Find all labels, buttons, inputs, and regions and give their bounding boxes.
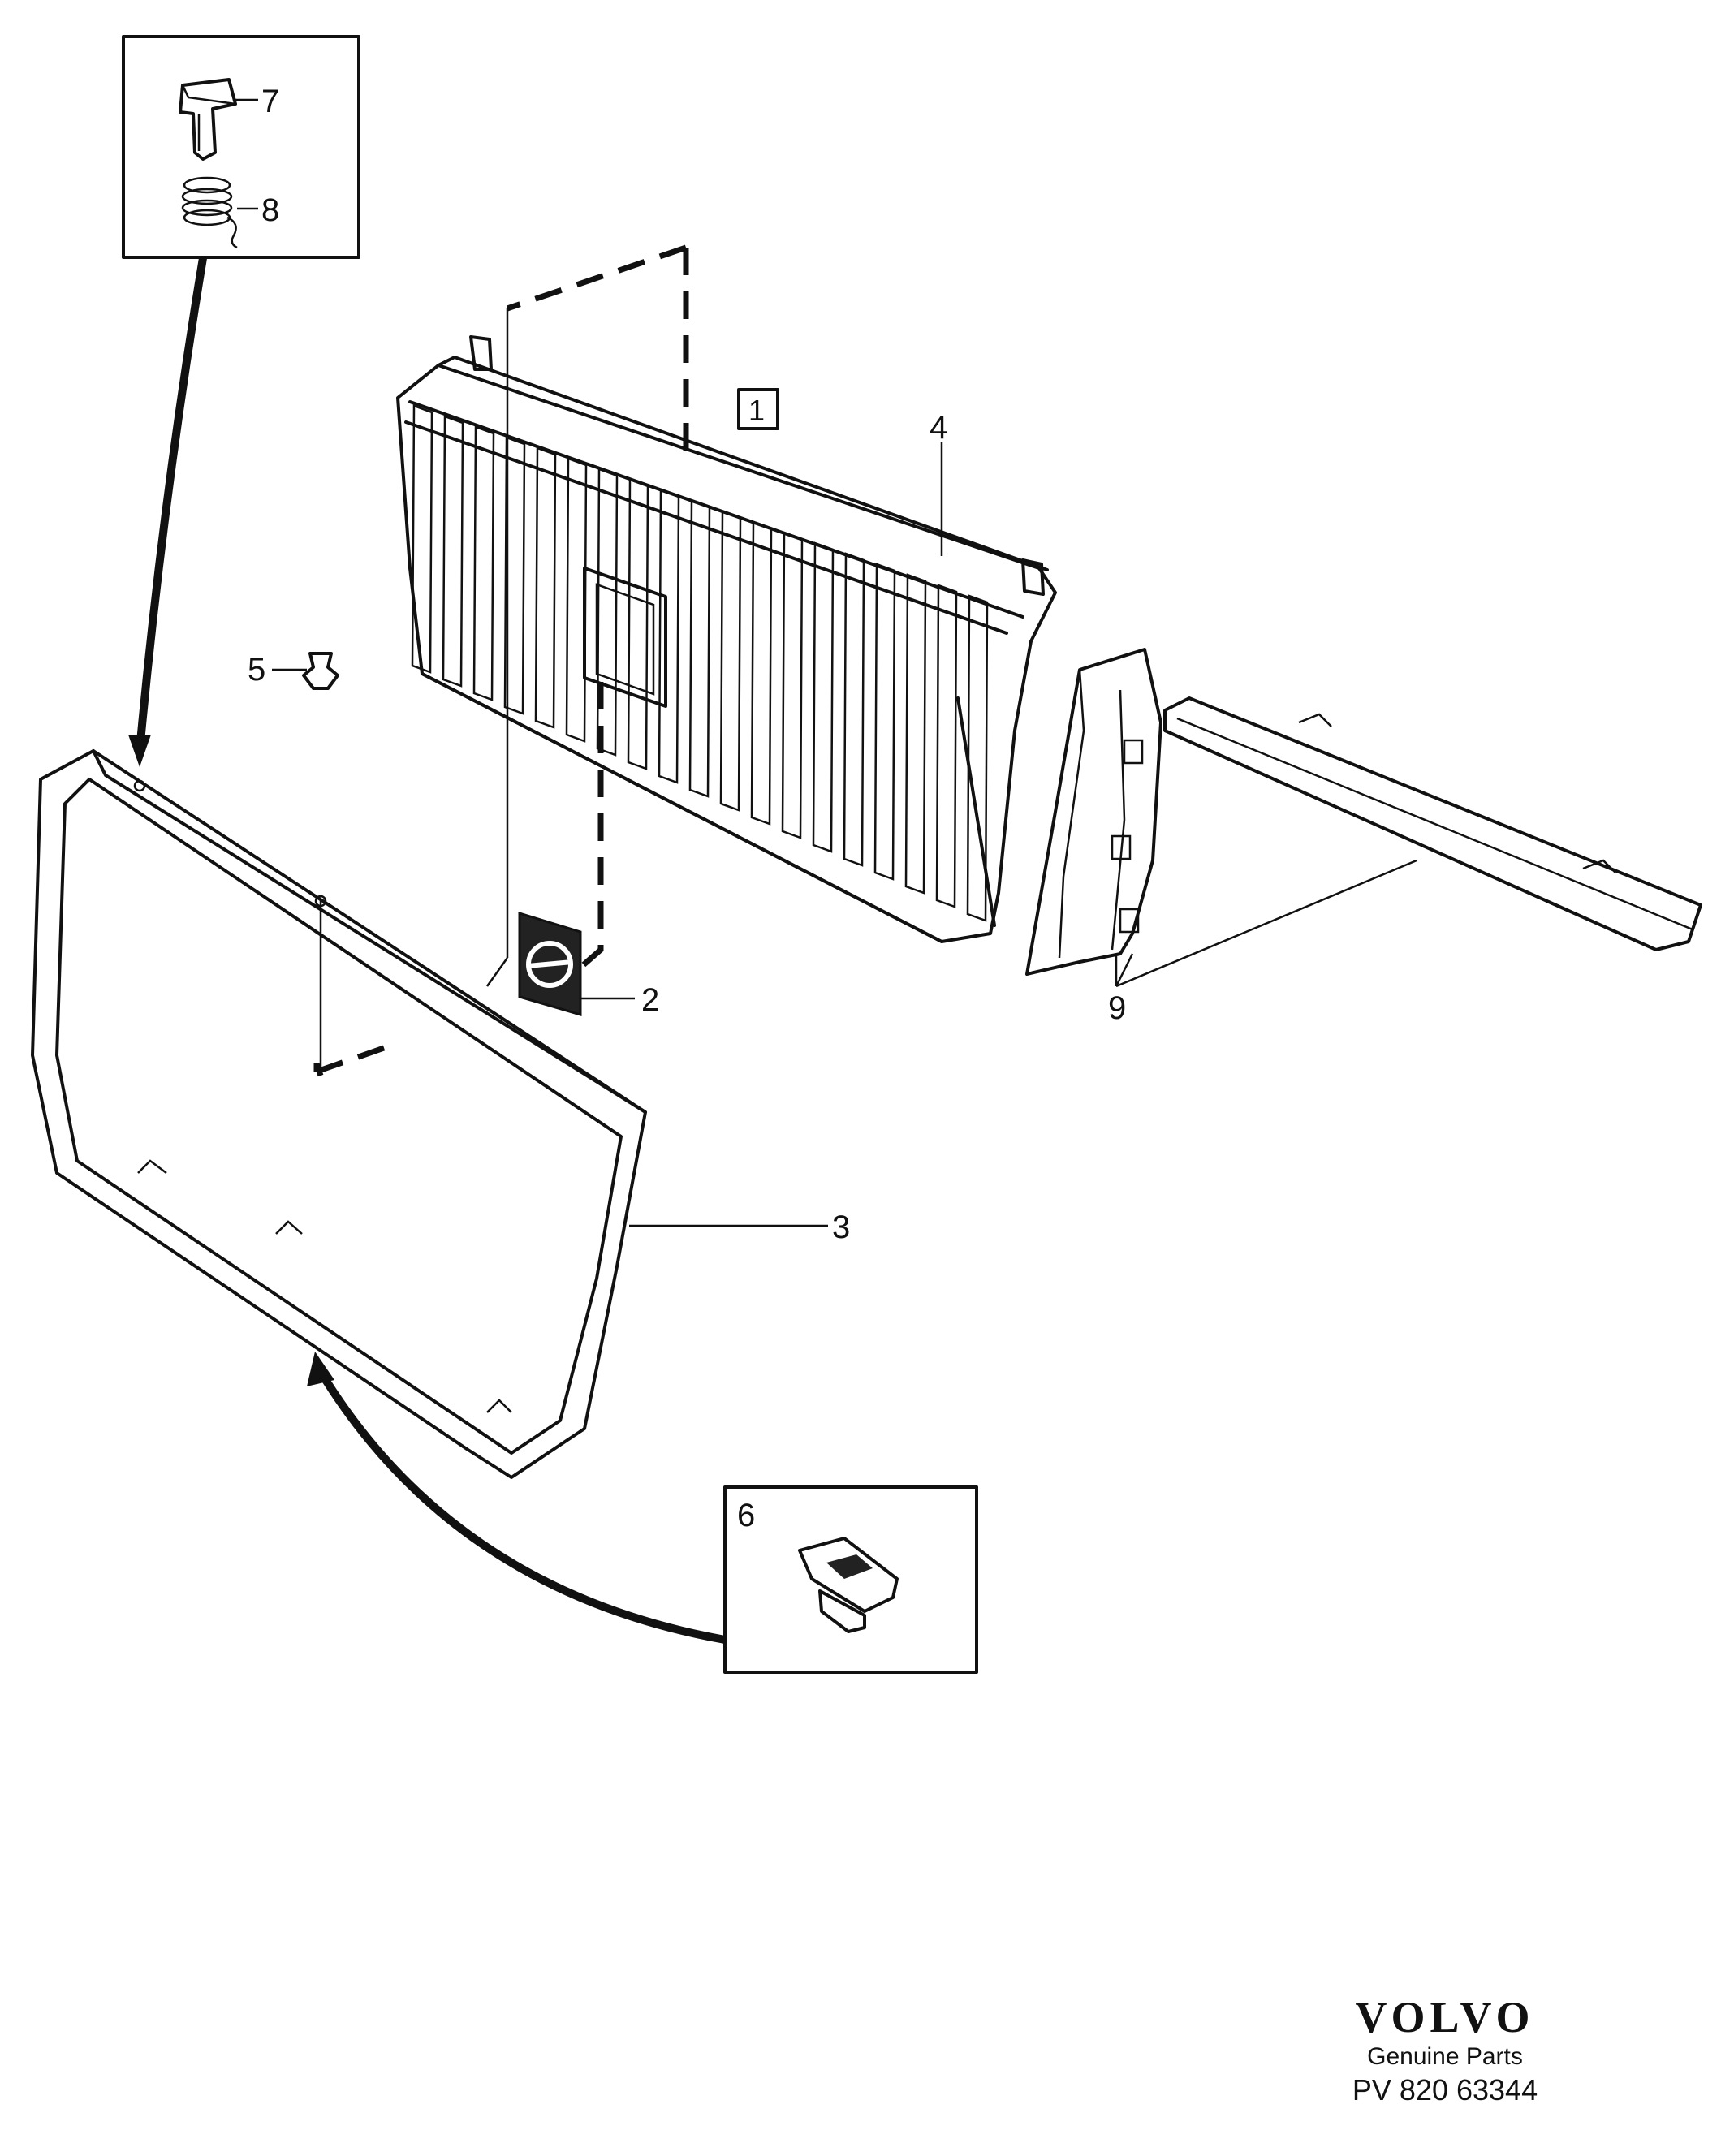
callout-4: 4 (930, 410, 947, 446)
inset-clip-spring (122, 35, 360, 259)
grille-part-4 (396, 335, 1057, 943)
callout-5: 5 (248, 652, 265, 688)
brand-subtitle: Genuine Parts (1367, 2043, 1523, 2070)
plug-part-icon (798, 1537, 899, 1633)
grille-slat (503, 436, 526, 715)
brand-block: VOLVO Genuine Parts PV 820 63344 (1299, 1993, 1591, 2108)
spring-part-icon (181, 176, 238, 249)
callout-9: 9 (1108, 990, 1126, 1026)
dashed-assembly-lines (313, 244, 689, 1077)
grille-slat (935, 584, 958, 908)
frame-part-3 (31, 749, 828, 1479)
grille-slat (904, 573, 927, 895)
callout-6: 6 (737, 1498, 755, 1533)
grille-slat (411, 404, 433, 674)
assembly-arrow-bottom (307, 1352, 726, 1644)
grille-slats (411, 404, 989, 922)
grille-slat (442, 415, 464, 688)
grille-slat (534, 446, 557, 729)
grille-slat (627, 478, 649, 770)
grille-slat (719, 510, 742, 812)
grille-slat (658, 489, 680, 784)
bracket-part-9 (1025, 648, 1702, 988)
grille-slat (596, 468, 619, 757)
callout-8: 8 (261, 192, 279, 228)
grille-slat (688, 499, 711, 798)
callout-7: 7 (261, 84, 279, 119)
grille-slat (750, 520, 773, 826)
callout-3: 3 (832, 1210, 850, 1245)
clip-part-icon (179, 78, 237, 161)
badge-part-2 (518, 911, 635, 1017)
grille-slat (781, 531, 804, 839)
grille-slat (873, 563, 896, 881)
grille-slat (812, 541, 835, 853)
grille-slat (843, 552, 865, 867)
assembly-arrow-top (128, 257, 207, 767)
assembly-marker-1 (737, 388, 779, 430)
diagram-reference: PV 820 63344 (1352, 2073, 1538, 2106)
grille-slat (472, 425, 495, 701)
screw-part-5 (272, 652, 339, 690)
callout-2: 2 (641, 982, 659, 1018)
inset-plug (723, 1485, 978, 1674)
grille-slat (966, 594, 989, 922)
grille-slat (565, 457, 588, 743)
callout-1: 1 (748, 394, 765, 427)
volvo-logo: VOLVO (1355, 1993, 1535, 2042)
